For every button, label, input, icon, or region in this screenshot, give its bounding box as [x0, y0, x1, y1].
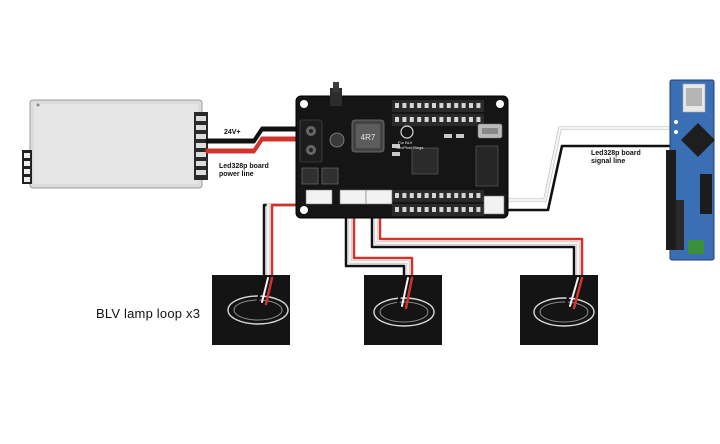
header-pin: [476, 103, 481, 108]
header-pin: [409, 207, 414, 212]
header-pin: [409, 117, 414, 122]
header-pin: [469, 207, 473, 212]
header-pin: [446, 103, 451, 108]
lamp-loop-label: BLV lamp loop x3: [96, 306, 201, 321]
mcu-chip: [411, 147, 439, 175]
voltage-label: 24V+: [224, 129, 241, 136]
header-pin: [409, 103, 414, 108]
header-pin: [446, 117, 451, 122]
header-pin: [402, 103, 407, 108]
header-pin: [461, 117, 466, 122]
header-pin: [432, 117, 436, 122]
header-pin: [417, 193, 422, 198]
header-pin: [424, 207, 429, 212]
header-pin: [424, 103, 429, 108]
header-pin: [424, 117, 429, 122]
power-wires: [205, 126, 302, 154]
header-pin: [461, 103, 466, 108]
header-pin: [395, 207, 399, 212]
header-pin: [395, 193, 399, 198]
header-pin: [439, 207, 444, 212]
header-pin: [439, 117, 444, 122]
header-pin: [476, 207, 481, 212]
header-pin: [469, 193, 473, 198]
psu-terminal-block: [194, 112, 208, 180]
header-pin: [395, 117, 399, 122]
lamp-wire-ends: [256, 276, 584, 310]
header-pin: [439, 193, 444, 198]
header-pin: [476, 193, 481, 198]
header-pin: [446, 193, 451, 198]
header-pin: [469, 103, 473, 108]
signal-line-label-2: signal line: [591, 158, 626, 165]
header-pin: [417, 117, 422, 122]
svg-text:4R7: 4R7: [361, 133, 376, 142]
lamp-ring-3: [520, 275, 598, 345]
header-pin: [417, 207, 422, 212]
header-pin: [446, 207, 451, 212]
power-line-label-2: power line: [219, 171, 254, 178]
header-pin: [402, 117, 407, 122]
header-pin: [469, 117, 473, 122]
header-pin: [461, 207, 466, 212]
signal-wires: [500, 126, 675, 212]
power-supply: [22, 99, 208, 189]
header-pin: [439, 103, 444, 108]
header-pin: [432, 207, 436, 212]
header-pin: [454, 207, 459, 212]
header-pin: [454, 193, 459, 198]
header-pin: [395, 103, 399, 108]
header-pin: [417, 103, 422, 108]
header-pin: [476, 117, 481, 122]
header-pin: [454, 117, 459, 122]
signal-line-label-1: Led328p board: [591, 150, 641, 157]
board-title-line-2: NeoPixel Rings: [396, 145, 424, 150]
header-pin: [402, 193, 407, 198]
controller-board: [666, 79, 715, 261]
top-header-pins: [392, 100, 484, 126]
header-pin: [424, 193, 429, 198]
board-title-line-1: For BLV: [398, 140, 413, 145]
header-pin: [461, 193, 466, 198]
header-pin: [432, 193, 436, 198]
header-pin: [402, 207, 407, 212]
header-pin: [409, 193, 414, 198]
header-pin: [432, 103, 436, 108]
header-pin: [454, 103, 459, 108]
lamp-ring-1: [212, 275, 290, 345]
power-line-label-1: Led328p board: [219, 163, 269, 170]
inductor: 4R7: [351, 119, 385, 153]
led328p-board: 4R7: [295, 82, 509, 219]
